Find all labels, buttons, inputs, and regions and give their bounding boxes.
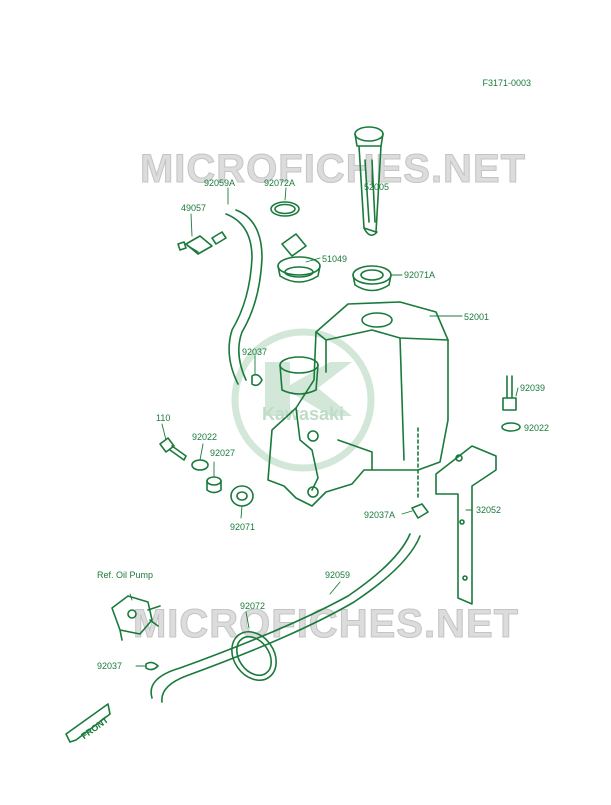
bolt-right: [502, 375, 517, 411]
label-92059A: 92059A: [204, 178, 235, 188]
label-51049: 51049: [322, 254, 347, 264]
label-92072A: 92072A: [264, 178, 295, 188]
label-92022-left: 92022: [192, 432, 217, 442]
breather-hose: [225, 209, 263, 385]
label-52001: 52001: [464, 312, 489, 322]
watermark-text-top: MICROFICHES.NET: [140, 147, 526, 191]
oil-tank: [267, 301, 449, 507]
watermark-bottom: MICROFICHES.NET: [132, 602, 519, 647]
hose-clip-lower: [145, 661, 159, 671]
front-arrow: [65, 703, 111, 743]
hose-clip-upper: [251, 373, 263, 387]
label-92037A: 92037A: [364, 510, 395, 520]
label-92071A: 92071A: [404, 270, 435, 280]
label-110: 110: [156, 413, 170, 423]
hose-clip-a: [411, 503, 429, 519]
collar: [206, 476, 222, 494]
check-valve: [177, 231, 227, 255]
grommet-top: [352, 265, 392, 292]
watermark-top: MICROFICHES.NET: [139, 147, 526, 192]
diagram-code: F3171-0003: [482, 78, 531, 88]
label-49057: 49057: [181, 203, 206, 213]
grommet-bottom: [230, 485, 254, 507]
label-92071: 92071: [230, 522, 255, 532]
part-labels: 52005 92059A 92072A 49057 51049 92071A 5…: [79, 178, 549, 741]
logo-ring: [231, 328, 375, 472]
washer-right: [501, 422, 521, 432]
label-52005: 52005: [364, 182, 389, 192]
kawasaki-logo-watermark: Kawasaki: [231, 328, 375, 472]
washer-left: [191, 459, 209, 471]
watermark-text-bottom: MICROFICHES.NET: [133, 602, 519, 646]
label-92037-bottom: 92037: [97, 661, 122, 671]
clamp-top: [270, 201, 300, 217]
label-ref-oil-pump: Ref. Oil Pump: [97, 570, 153, 580]
label-front: FRONT: [79, 715, 110, 742]
oil-hose: [150, 533, 421, 703]
clamp-bottom: [231, 631, 277, 681]
oil-pump: [111, 595, 161, 641]
bolt-left: [159, 437, 187, 461]
tank-bracket: [435, 445, 497, 605]
label-32052: 32052: [476, 505, 501, 515]
label-92039: 92039: [520, 383, 545, 393]
oil-tank-cap: [277, 233, 321, 283]
label-92059: 92059: [325, 570, 350, 580]
label-92022-right: 92022: [524, 423, 549, 433]
oil-filler-stick: [354, 126, 384, 236]
leader-lines: [129, 169, 521, 667]
logo-brand-text: Kawasaki: [262, 404, 344, 424]
label-92072: 92072: [240, 601, 265, 611]
label-92027: 92027: [210, 448, 235, 458]
label-92037-top: 92037: [242, 347, 267, 357]
